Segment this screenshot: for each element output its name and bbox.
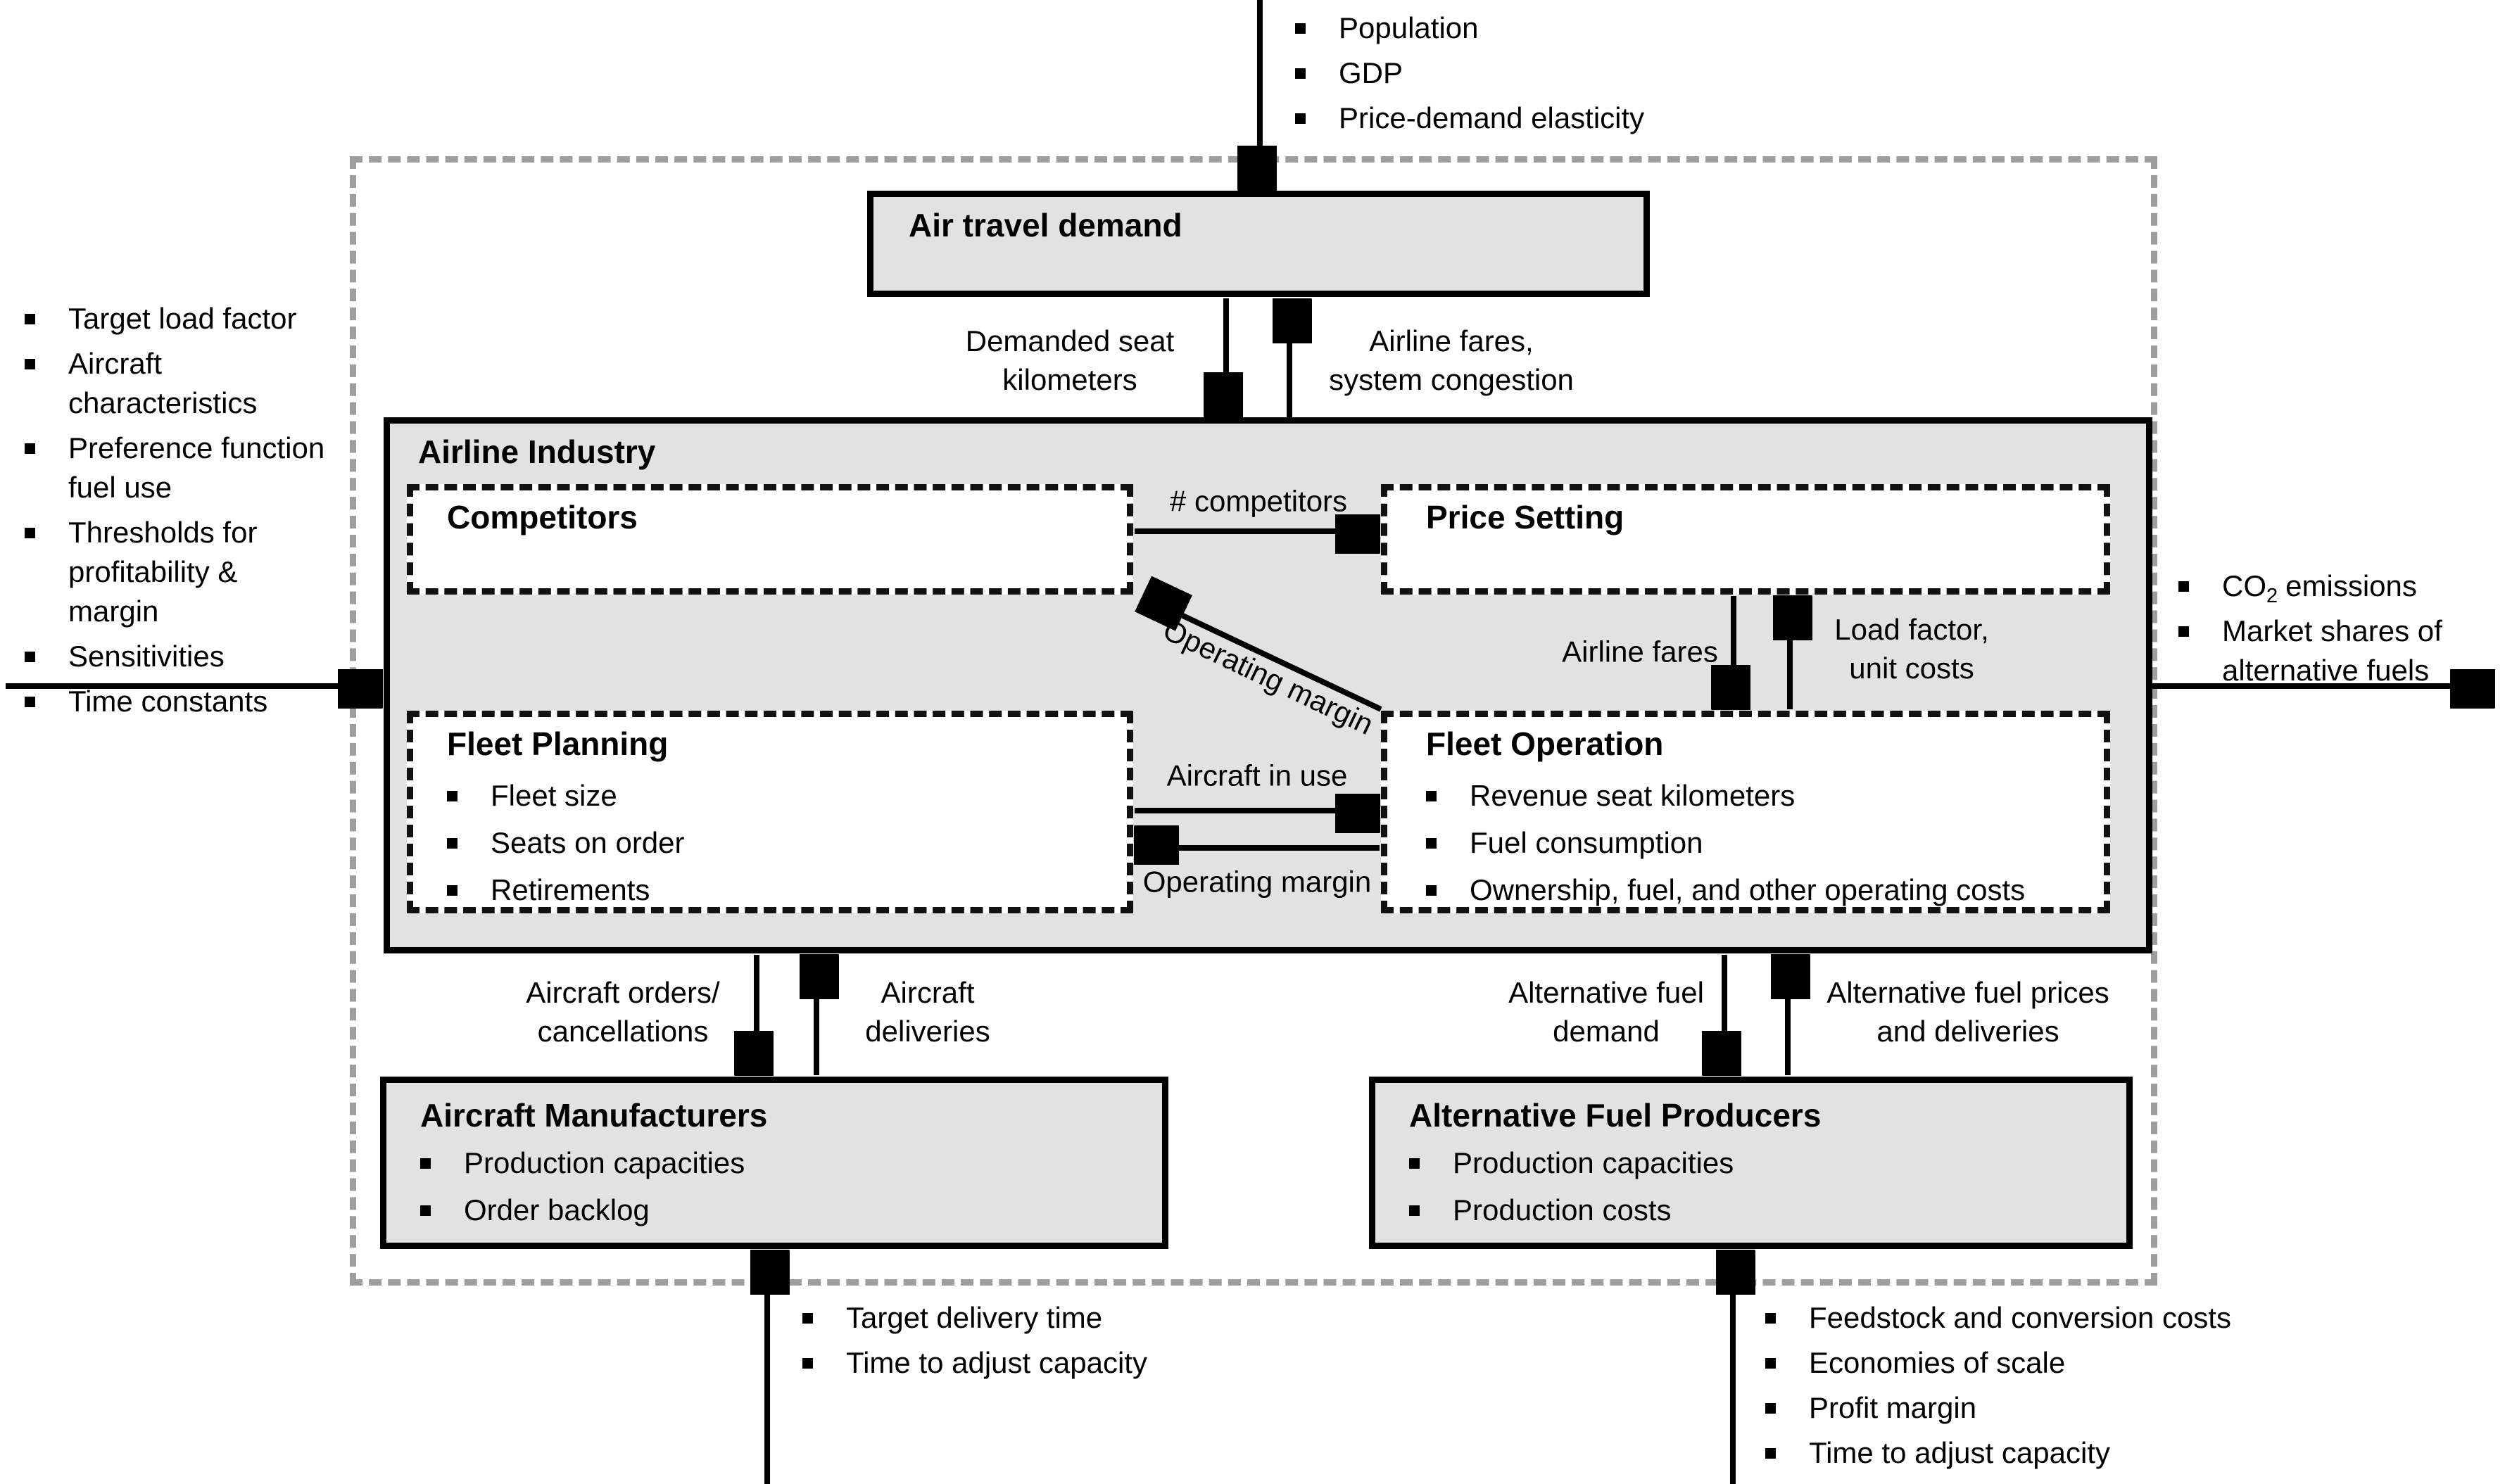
- bullet-icon: [447, 791, 458, 801]
- label-demanded-seat-kilometers: Demanded seat kilometers: [965, 324, 1175, 396]
- bullet-icon: [420, 1158, 431, 1169]
- list-item: Retirements: [447, 870, 1127, 910]
- bullet-icon: [1426, 885, 1437, 896]
- bullet-icon: [1409, 1205, 1420, 1216]
- list-item: Profit margin: [1765, 1388, 2293, 1428]
- fleet-planning-list: Fleet size Seats on order Retirements: [447, 776, 1127, 910]
- bullet-icon: [1765, 1313, 1776, 1324]
- label-aircraft-in-use: Aircraft in use: [1166, 759, 1348, 792]
- list-item: Price-demand elasticity: [1295, 99, 1788, 138]
- label-aircraft-orders-cancellations: Aircraft orders/ cancellations: [526, 976, 720, 1048]
- list-item: Time to adjust capacity: [1765, 1433, 2293, 1473]
- list-item: GDP: [1295, 53, 1788, 93]
- alternative-fuel-producers-list: Production capacities Production costs: [1409, 1143, 2126, 1230]
- fleet-operation-list: Revenue seat kilometers Fuel consumption…: [1426, 776, 2104, 910]
- list-item: Fuel consumption: [1426, 823, 2104, 863]
- competitors-box: Competitors: [407, 484, 1133, 595]
- top-inputs-list: Population GDP Price-demand elasticity: [1295, 8, 1788, 144]
- bullet-icon: [2178, 581, 2189, 592]
- fleet-operation-title: Fleet Operation: [1426, 725, 1664, 762]
- alternative-fuel-producers-title: Alternative Fuel Producers: [1409, 1097, 1822, 1134]
- bullet-icon: [25, 697, 35, 707]
- list-item: Production capacities: [420, 1143, 1162, 1183]
- fleet-operation-box: Fleet Operation Revenue seat kilometers …: [1381, 711, 2110, 913]
- label-operating-margin: Operating margin: [1142, 865, 1372, 899]
- list-item: Ownership, fuel, and other operating cos…: [1426, 870, 2104, 910]
- arrow-operating-margin-diagonal: [1150, 600, 1382, 712]
- bullet-icon: [1426, 838, 1437, 849]
- list-item: Economies of scale: [1765, 1343, 2293, 1383]
- alternative-fuel-producers-box: Alternative Fuel Producers Production ca…: [1369, 1077, 2133, 1249]
- aircraft-manufacturers-box: Aircraft Manufacturers Production capaci…: [380, 1077, 1168, 1249]
- label-aircraft-deliveries: Aircraft deliveries: [865, 976, 990, 1048]
- label-airline-fares-system-congestion: Airline fares, system congestion: [1329, 324, 1574, 396]
- fleet-planning-title: Fleet Planning: [447, 725, 669, 762]
- aircraft-manufacturers-title: Aircraft Manufacturers: [420, 1097, 768, 1134]
- air-travel-demand-title: Air travel demand: [909, 207, 1182, 243]
- list-item: Production capacities: [1409, 1143, 2126, 1183]
- bullet-icon: [2178, 626, 2189, 637]
- label-airline-fares: Airline fares: [1562, 635, 1718, 668]
- bullet-icon: [420, 1205, 431, 1216]
- competitors-title: Competitors: [447, 499, 638, 535]
- list-item: Sensitivities: [25, 637, 334, 676]
- bullet-icon: [25, 652, 35, 662]
- bullet-icon: [447, 838, 458, 849]
- bullet-icon: [1426, 791, 1437, 801]
- list-item: Market shares of alternative fuels: [2178, 611, 2460, 690]
- bottom-left-inputs-list: Target delivery time Time to adjust capa…: [802, 1298, 1253, 1388]
- bullet-icon: [1295, 68, 1306, 79]
- air-travel-demand-box: Air travel demand: [867, 191, 1650, 297]
- list-item: Preference function fuel use: [25, 429, 334, 507]
- bullet-icon: [25, 528, 35, 538]
- list-item: Target delivery time: [802, 1298, 1253, 1338]
- list-item: Thresholds for profitability & margin: [25, 513, 334, 631]
- list-item: Fleet size: [447, 776, 1127, 816]
- bullet-icon: [25, 314, 35, 324]
- aircraft-manufacturers-list: Production capacities Order backlog: [420, 1143, 1162, 1230]
- left-inputs-list: Target load factor Aircraft characterist…: [25, 299, 334, 727]
- label-alternative-fuel-demand: Alternative fuel demand: [1508, 976, 1704, 1048]
- label-load-factor-unit-costs: Load factor, unit costs: [1834, 613, 1989, 685]
- airline-industry-title: Airline Industry: [418, 433, 656, 470]
- list-item: Time to adjust capacity: [802, 1343, 1253, 1383]
- list-item: Feedstock and conversion costs: [1765, 1298, 2293, 1338]
- bullet-icon: [1765, 1403, 1776, 1414]
- price-setting-box: Price Setting: [1381, 484, 2110, 595]
- bullet-icon: [1295, 113, 1306, 124]
- list-item: Production costs: [1409, 1191, 2126, 1230]
- bullet-icon: [447, 885, 458, 896]
- fleet-planning-box: Fleet Planning Fleet size Seats on order…: [407, 711, 1133, 913]
- list-item: Target load factor: [25, 299, 334, 338]
- bottom-right-inputs-list: Feedstock and conversion costs Economies…: [1765, 1298, 2293, 1478]
- list-item: Seats on order: [447, 823, 1127, 863]
- bullet-icon: [802, 1313, 813, 1324]
- bullet-icon: [25, 443, 35, 454]
- list-item: Order backlog: [420, 1191, 1162, 1230]
- list-item: Population: [1295, 8, 1788, 48]
- bullet-icon: [25, 359, 35, 369]
- list-item: Time constants: [25, 682, 334, 721]
- bullet-icon: [1765, 1358, 1776, 1369]
- label-alternative-fuel-prices-deliveries: Alternative fuel prices and deliveries: [1826, 976, 2109, 1048]
- price-setting-title: Price Setting: [1426, 499, 1624, 535]
- list-item: Aircraft characteristics: [25, 344, 334, 423]
- bullet-icon: [1295, 23, 1306, 34]
- list-item: Revenue seat kilometers: [1426, 776, 2104, 816]
- bullet-icon: [1765, 1448, 1776, 1459]
- label-num-competitors: # competitors: [1169, 484, 1348, 518]
- bullet-icon: [1409, 1158, 1420, 1169]
- bullet-icon: [802, 1358, 813, 1369]
